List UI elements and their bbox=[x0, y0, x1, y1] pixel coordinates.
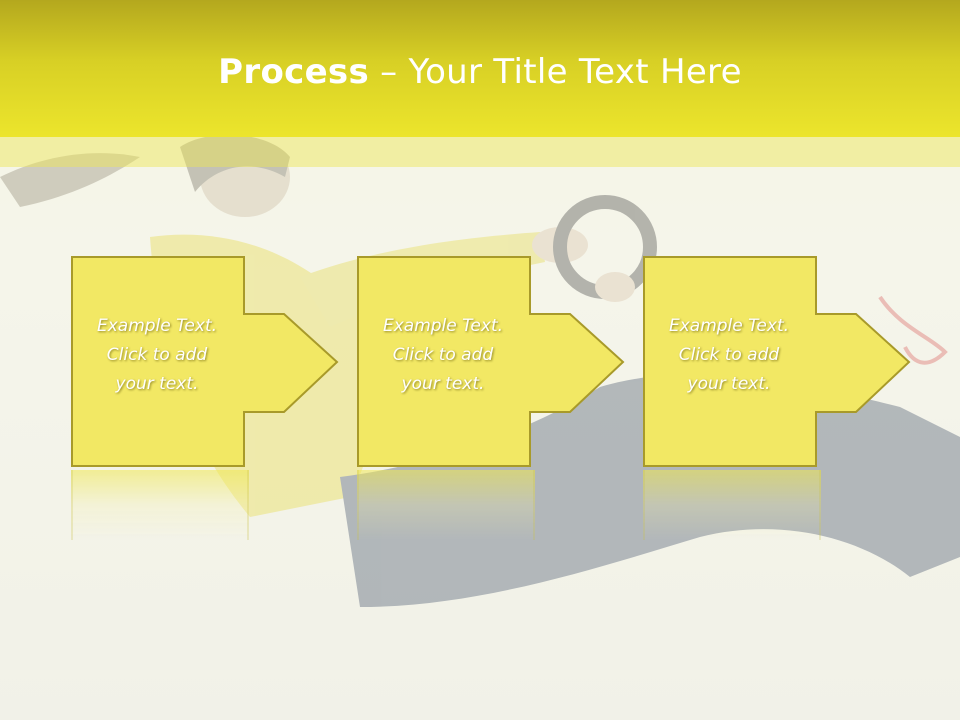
step-1-line-1: Example Text. bbox=[96, 316, 218, 336]
title-stripe bbox=[0, 137, 960, 167]
slide-title[interactable]: Process – Your Title Text Here bbox=[0, 52, 960, 92]
step-2-line-2: Click to add bbox=[392, 345, 494, 365]
step-2-line-1: Example Text. bbox=[382, 316, 504, 336]
step-3-reflection bbox=[643, 470, 821, 540]
arrow-box-shape bbox=[71, 256, 339, 467]
step-1-text: Example Text. Click to add your text. bbox=[71, 312, 243, 399]
process-step-3[interactable]: Example Text. Click to add your text. bbox=[643, 256, 911, 468]
arrow-box-shape bbox=[643, 256, 911, 467]
step-2-line-3: your text. bbox=[401, 374, 485, 394]
title-rest: – Your Title Text Here bbox=[369, 52, 742, 92]
step-3-line-2: Click to add bbox=[678, 345, 780, 365]
title-bold: Process bbox=[218, 52, 370, 92]
process-step-1[interactable]: Example Text. Click to add your text. bbox=[71, 256, 339, 468]
step-1-reflection bbox=[71, 470, 249, 540]
step-3-line-3: your text. bbox=[687, 374, 771, 394]
step-1-line-3: your text. bbox=[115, 374, 199, 394]
step-1-line-2: Click to add bbox=[106, 345, 208, 365]
step-3-line-1: Example Text. bbox=[668, 316, 790, 336]
arrow-box-shape bbox=[357, 256, 625, 467]
process-step-2[interactable]: Example Text. Click to add your text. bbox=[357, 256, 625, 468]
step-2-reflection bbox=[357, 470, 535, 540]
step-3-text: Example Text. Click to add your text. bbox=[643, 312, 815, 399]
title-bar bbox=[0, 0, 960, 137]
step-2-text: Example Text. Click to add your text. bbox=[357, 312, 529, 399]
